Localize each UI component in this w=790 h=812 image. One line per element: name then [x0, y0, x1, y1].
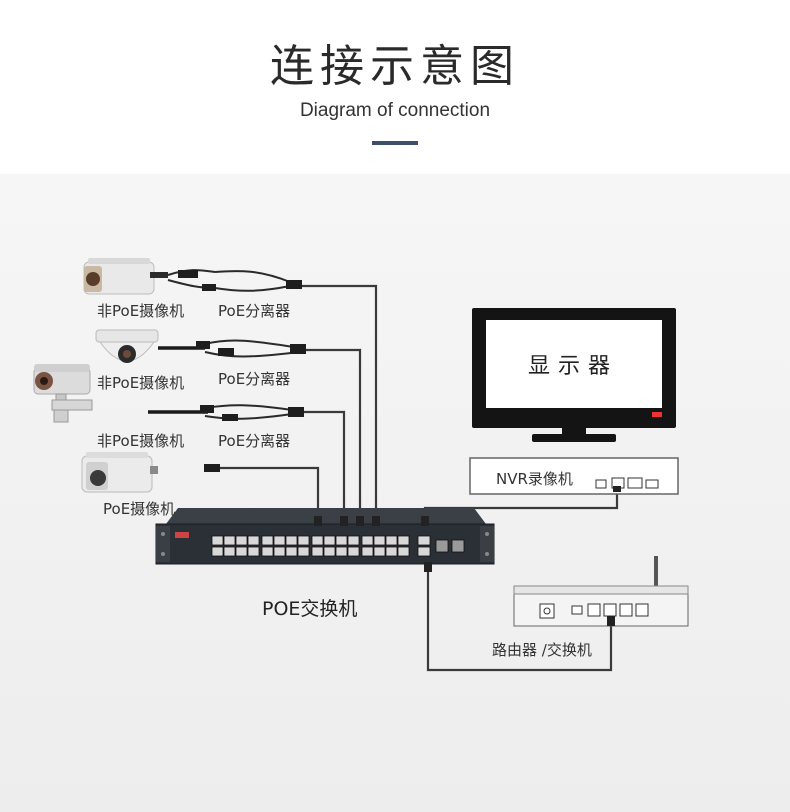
camera1-label: 非PoE摄像机 [97, 302, 185, 320]
splitter2-label: PoE分离器 [218, 370, 291, 388]
nvr-label: NVR录像机 [496, 470, 573, 488]
camera1-icon [83, 258, 168, 295]
cable-splitter2-switch [306, 348, 362, 520]
camera2-label: 非PoE摄像机 [97, 374, 185, 392]
splitter2-icon [204, 339, 301, 358]
splitter1-label: PoE分离器 [218, 302, 291, 320]
cable-switch-router [426, 566, 613, 672]
camera4-label: PoE摄像机 [103, 500, 176, 518]
poe-switch-icon [155, 508, 495, 572]
nvr-icon [469, 457, 679, 495]
page-subtitle: Diagram of connection [299, 100, 491, 121]
cable-splitter1-switch [300, 284, 378, 520]
cable-camera4-switch [218, 466, 320, 520]
cables [218, 284, 619, 672]
switch-ports [211, 535, 465, 557]
monitor-label: 显示器 [528, 354, 619, 379]
monitor-icon [472, 308, 676, 442]
splitter3-icon [204, 404, 293, 420]
camera2-icon [95, 329, 159, 363]
camera3-icon [33, 364, 93, 423]
cable-splitter3-switch [300, 410, 346, 520]
router-label: 路由器 /交换机 [492, 641, 592, 659]
camera3-label: 非PoE摄像机 [97, 432, 185, 450]
title-underline [372, 141, 418, 145]
switch-label: POE交换机 [262, 598, 358, 620]
camera4-icon [81, 452, 220, 493]
page-title: 连接示意图 [270, 41, 520, 92]
router-icon [513, 556, 689, 627]
splitter3-label: PoE分离器 [218, 432, 291, 450]
